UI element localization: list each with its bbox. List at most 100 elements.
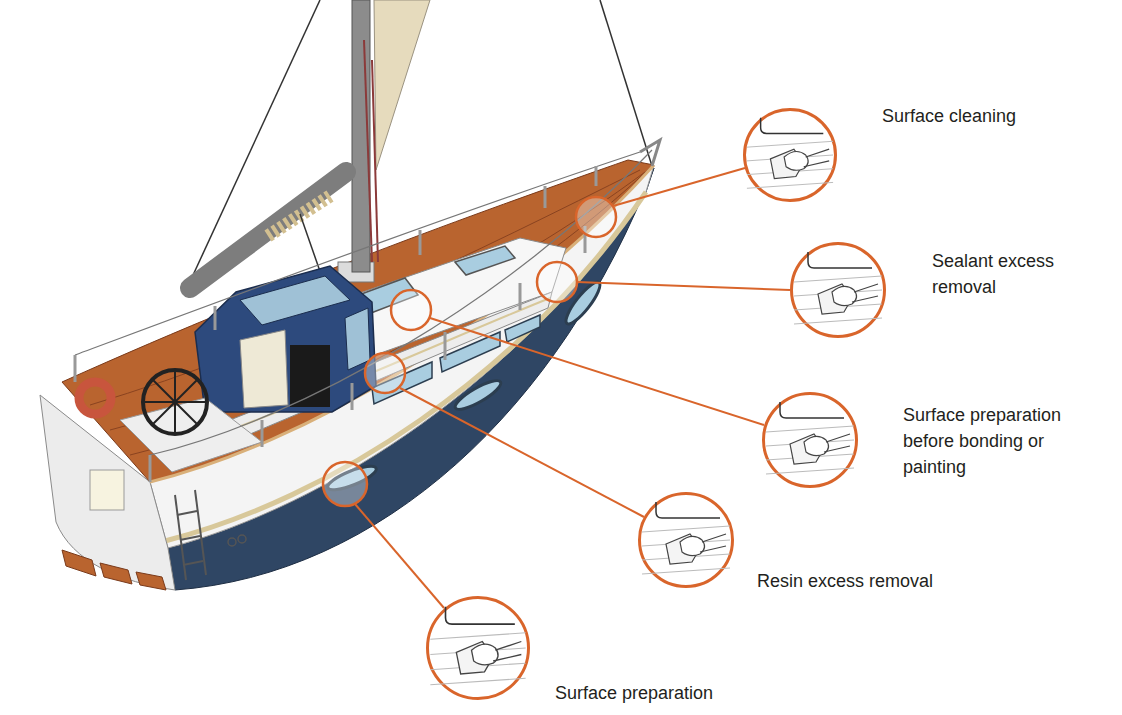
callout-outline xyxy=(743,108,837,202)
stanchion xyxy=(149,455,152,482)
forearm xyxy=(804,149,829,167)
surface-line xyxy=(430,678,525,685)
callout-circle: Resin excess removal xyxy=(638,492,734,588)
callout-text-group: Sealant excess removal xyxy=(932,248,1072,300)
sail-cover xyxy=(268,196,330,236)
porthole xyxy=(452,376,504,414)
callout-circle-outline xyxy=(792,244,885,337)
surface-line xyxy=(794,276,882,282)
through-hull xyxy=(228,538,236,546)
callout-circle: Sealant excess removal xyxy=(790,242,886,338)
wiping-sketch xyxy=(430,607,525,685)
swim-platform-teak xyxy=(136,572,166,590)
surface-line xyxy=(766,426,854,432)
wheel-spoke xyxy=(152,379,198,425)
ladder-step xyxy=(183,561,203,565)
cockpit-panel xyxy=(240,330,288,408)
stanchion xyxy=(519,283,522,310)
sail xyxy=(374,0,430,170)
callout-circle-outline xyxy=(764,394,857,487)
leader-line xyxy=(613,168,745,206)
window-frame xyxy=(808,252,872,268)
callout-circle-outline xyxy=(640,494,733,587)
dodger-window xyxy=(240,276,350,325)
callout-label: Resin excess removal xyxy=(757,568,997,594)
window-frame xyxy=(780,402,844,418)
callout-circle-outline xyxy=(745,110,836,201)
forearm xyxy=(700,534,726,552)
stanchion xyxy=(444,332,447,360)
lifeline xyxy=(75,152,640,355)
forearm xyxy=(824,434,850,452)
callout-spot xyxy=(323,462,367,506)
halyard xyxy=(364,40,372,262)
dodger xyxy=(195,266,376,412)
callout-outline xyxy=(638,492,734,588)
callout-circle: Surface cleaning xyxy=(743,108,837,202)
callout-spot xyxy=(391,290,431,330)
halyard xyxy=(372,60,378,262)
gloved-hand xyxy=(832,286,857,305)
callout-text-group: Surface preparation xyxy=(555,680,795,706)
window-frame xyxy=(761,118,824,134)
surface-line xyxy=(430,633,525,640)
callout-spot xyxy=(537,262,577,302)
stanchion xyxy=(419,230,422,255)
callout-label: Surface preparation before bonding or pa… xyxy=(903,402,1088,480)
callout-label: Surface cleaning xyxy=(882,103,1092,129)
callout-spot xyxy=(365,353,405,393)
swim-platform-teak xyxy=(100,563,132,584)
cockpit-seat xyxy=(120,398,262,472)
lifeline xyxy=(150,150,652,455)
surface-line xyxy=(642,526,730,532)
forearm xyxy=(493,642,521,662)
callout-label: Surface preparation xyxy=(555,680,795,706)
ladder-step xyxy=(177,511,197,515)
companionway xyxy=(290,345,330,407)
callout-text-group: Surface preparation before bonding or pa… xyxy=(903,402,1088,480)
stanchion xyxy=(261,420,264,447)
leader-line xyxy=(355,504,444,608)
through-hull xyxy=(238,535,246,543)
hull-topside xyxy=(150,165,654,548)
gloved-hand xyxy=(680,536,705,555)
stanchion xyxy=(351,383,354,410)
surface-line xyxy=(642,568,730,574)
ladder-rail xyxy=(175,495,186,580)
forearm xyxy=(852,284,878,302)
leader-line xyxy=(430,318,764,425)
stanchion xyxy=(544,186,547,208)
callout-outline xyxy=(790,242,886,338)
stanchion xyxy=(595,166,598,186)
stanchion xyxy=(214,306,217,330)
wiping-sketch xyxy=(642,502,730,574)
callout-circle: Surface preparation xyxy=(426,596,530,700)
stanchion xyxy=(74,355,77,382)
transom-locker xyxy=(90,470,124,510)
callout-outline xyxy=(762,392,858,488)
callout-circle-outline xyxy=(428,598,529,699)
gloved-hand xyxy=(784,152,808,171)
bow-pulpit xyxy=(640,140,660,166)
callout-outline xyxy=(426,596,530,700)
callout-circle: Surface preparation before bonding or pa… xyxy=(762,392,858,488)
surface-line xyxy=(766,468,854,474)
surface-line xyxy=(747,141,833,147)
ladder-step xyxy=(180,536,200,540)
surface-line xyxy=(747,182,833,188)
forestay xyxy=(600,0,652,166)
steering-wheel xyxy=(143,370,207,434)
callout-text-group: Resin excess removal xyxy=(757,568,997,594)
callout-text-group: Surface cleaning xyxy=(882,103,1092,129)
lifebuoy xyxy=(79,382,111,414)
wiping-sketch xyxy=(794,252,882,324)
callout-label: Sealant excess removal xyxy=(932,248,1072,300)
wiping-sketch xyxy=(747,118,833,189)
wiping-sketch xyxy=(766,402,854,474)
swim-platform-teak xyxy=(62,550,96,576)
cabin-window xyxy=(505,315,540,342)
window-frame xyxy=(656,502,720,518)
leader-line xyxy=(400,388,644,517)
